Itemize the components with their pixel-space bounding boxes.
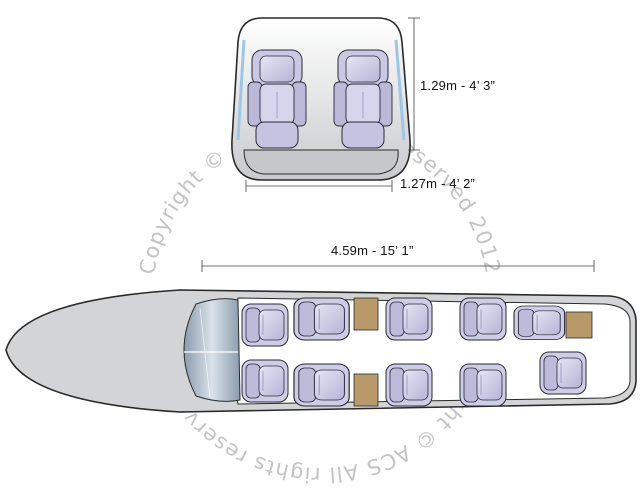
height-dimension-line	[408, 17, 420, 151]
cross-section-seat-right	[333, 49, 393, 149]
seat-row2-right	[385, 363, 433, 407]
seat-row2-left	[385, 297, 433, 341]
cross-section-seat-left	[247, 49, 307, 149]
fuselage-plan-view	[5, 260, 637, 413]
cabin-length-label: 4.59m - 15’ 1”	[331, 243, 414, 258]
cabinet-aft	[565, 311, 593, 339]
cross-section-floor	[243, 149, 399, 175]
seat-row3-right	[459, 363, 507, 407]
seat-cockpit-left	[241, 303, 289, 347]
cabinet-right-fwd	[353, 373, 379, 407]
seat-row3-left	[459, 297, 507, 341]
cabinet-left-fwd	[353, 297, 379, 331]
cockpit-windshield	[183, 298, 241, 402]
length-dimension-line	[201, 260, 595, 272]
cabin-width-label: 1.27m - 4’ 2”	[400, 176, 476, 191]
seat-row1-left	[293, 297, 350, 341]
cabin-cross-section	[231, 17, 420, 192]
cabin-height-label: 1.29m - 4’ 3”	[420, 78, 496, 93]
seat-cockpit-right	[241, 359, 289, 403]
seat-row4-left	[513, 305, 566, 341]
seat-row1-right	[293, 363, 350, 407]
seat-aft-single	[539, 351, 587, 395]
width-dimension-line	[245, 180, 393, 192]
